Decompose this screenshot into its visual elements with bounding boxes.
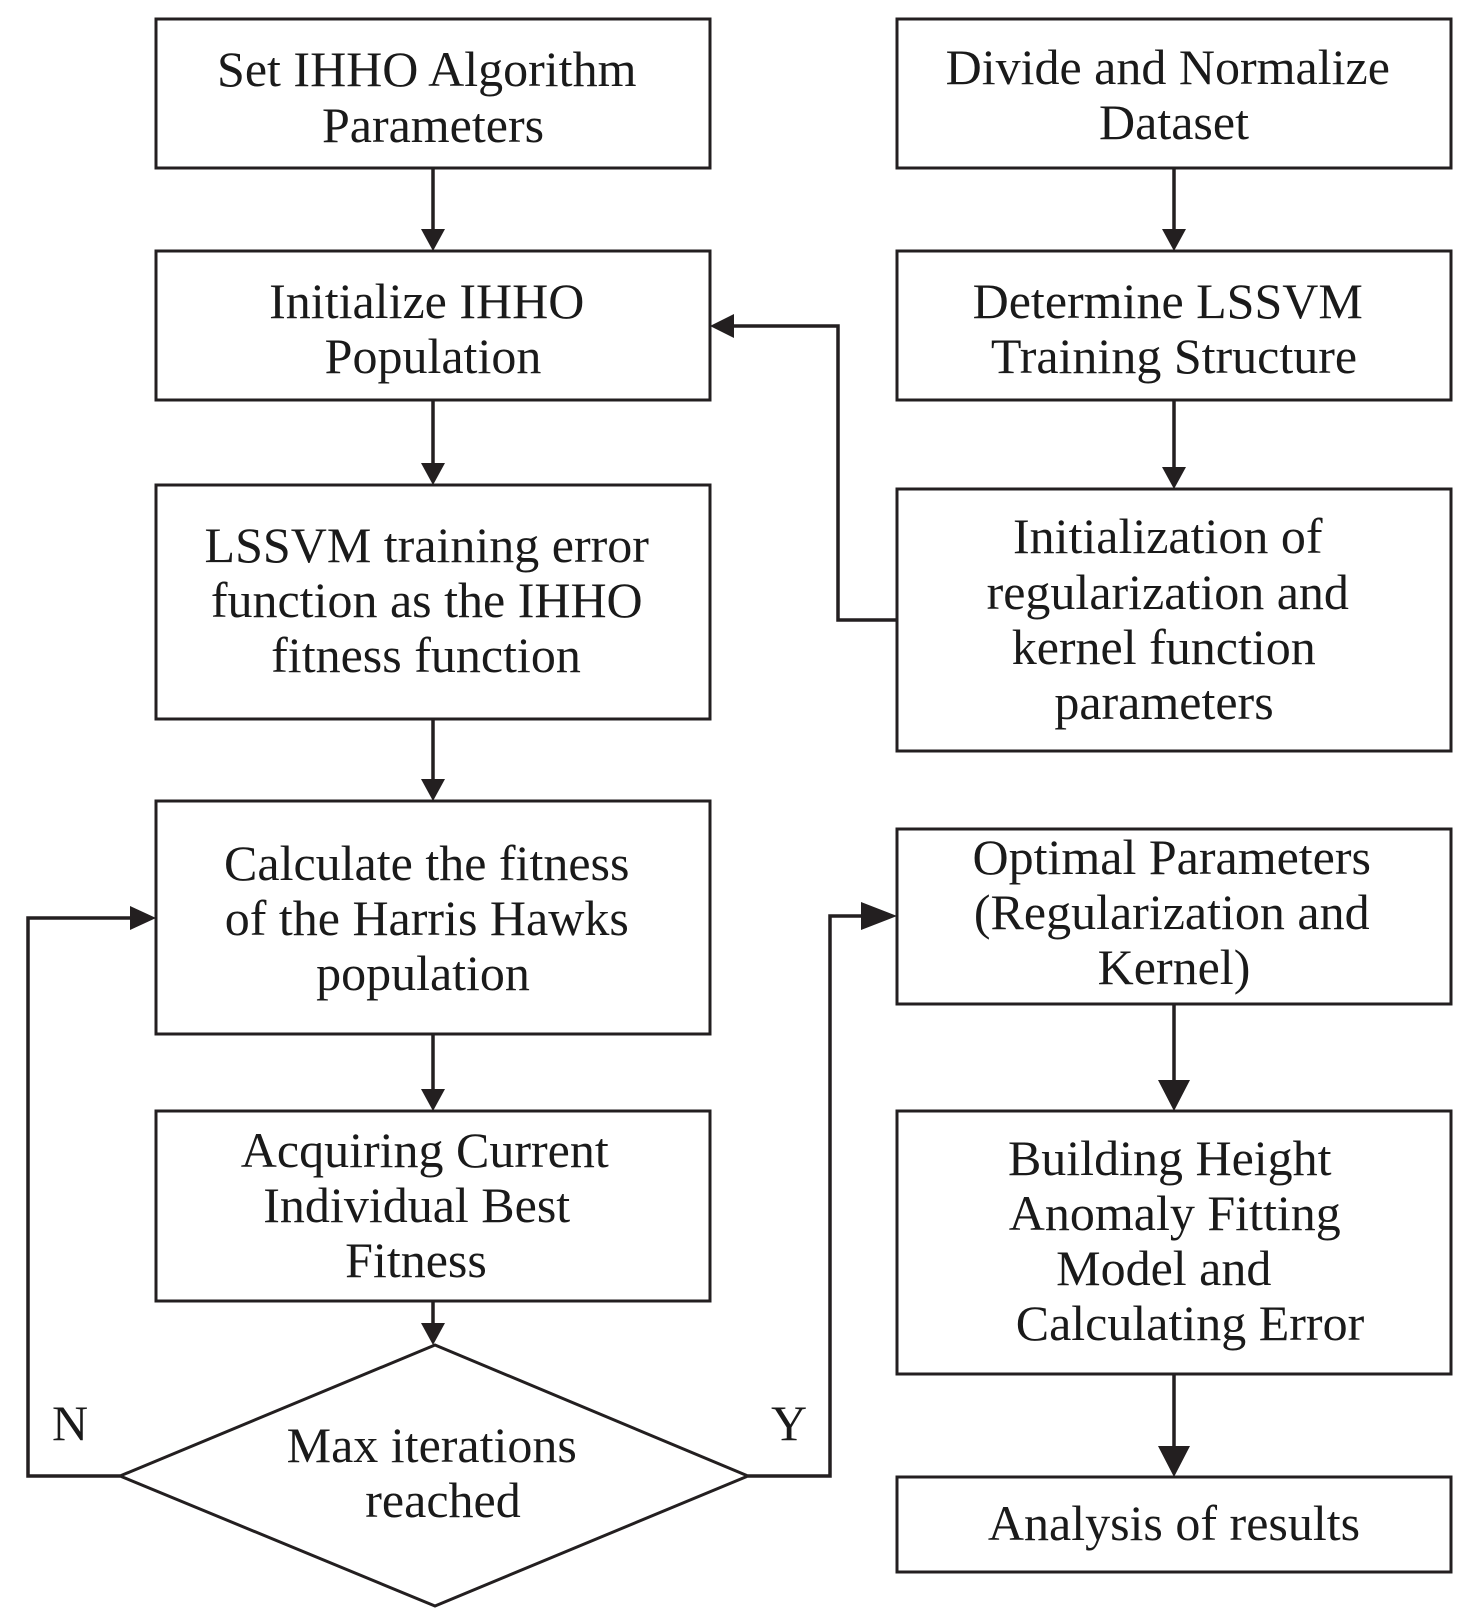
svg-text:Analysis of results: Analysis of results [988, 1495, 1360, 1551]
svg-text:Determine LSSVM Training: Determine LSSVM Training Structure [973, 273, 1376, 384]
node-line: Initialize IHHO [269, 273, 584, 329]
node-line: regularization and [987, 564, 1349, 620]
node-line: (Regularization and [974, 884, 1370, 940]
node-line: Model and [1056, 1240, 1271, 1296]
svg-text:Set IHHO Algorithm Param: Set IHHO Algorithm Parameters [217, 41, 649, 153]
node-line: fitness function [271, 627, 581, 683]
node-building-model: Building Height Anomaly Fitting Model an… [895, 1109, 1453, 1376]
node-line: population [316, 945, 530, 1001]
node-line: Divide and Normalize [946, 39, 1390, 95]
edge-set-to-init [421, 168, 445, 251]
node-line: Calculating Error [1016, 1295, 1365, 1351]
svg-text:Building Height Anomaly: Building Height Anomaly Fitting Model an… [1008, 1130, 1365, 1351]
edge-init-reg-to-init-pop [710, 314, 897, 622]
node-line: Acquiring Current [241, 1122, 609, 1178]
edge-divide-to-structure [1162, 168, 1186, 251]
node-line: Optimal Parameters [973, 829, 1372, 885]
svg-text:Acquiring Current Indivi: Acquiring Current Individual Best Fitnes… [241, 1122, 621, 1288]
node-line: Dataset [1099, 94, 1249, 150]
node-line: reached [365, 1472, 520, 1528]
node-line: LSSVM training error [205, 517, 650, 573]
node-lssvm-structure: Determine LSSVM Training Structure [895, 249, 1453, 402]
svg-text:Calculate the fitness of: Calculate the fitness of the Harris Hawk… [224, 835, 642, 1001]
svg-text:Max iterations reached: Max iterations reached [287, 1417, 590, 1528]
node-line: Analysis of results [988, 1495, 1360, 1551]
svg-text:LSSVM training error fun: LSSVM training error function as the IHH… [205, 517, 662, 683]
node-line: Parameters [322, 97, 544, 153]
node-analysis: Analysis of results [895, 1475, 1453, 1574]
svg-text:Initialize IHHO Populati: Initialize IHHO Population [269, 273, 597, 384]
node-line: Calculate the fitness [224, 835, 629, 891]
edge-optimal-to-building [1158, 1004, 1190, 1111]
node-line: Fitness [345, 1232, 487, 1288]
edge-structure-to-init-reg [1162, 400, 1186, 489]
node-set-params: Set IHHO Algorithm Parameters [154, 17, 712, 170]
edge-fitness-fn-to-calc [421, 719, 445, 801]
node-line: Population [325, 328, 542, 384]
svg-text:Divide and Normalize Dat: Divide and Normalize Dataset [946, 39, 1403, 150]
node-divide-normalize: Divide and Normalize Dataset [895, 17, 1453, 170]
edge-init-to-fitness-fn [421, 400, 445, 485]
edge-calc-to-acquire [421, 1034, 445, 1111]
decision-max-iterations: Max iterations reached [116, 1343, 752, 1608]
node-line: Kernel) [1098, 939, 1251, 995]
label-no: N [52, 1395, 88, 1451]
svg-text:Initialization of regula: Initialization of regularization and ker… [987, 508, 1362, 730]
node-line: parameters [1054, 674, 1273, 730]
edge-decision-no [26, 906, 156, 1478]
node-line: Max iterations [287, 1417, 577, 1473]
node-calculate-fitness: Calculate the fitness of the Harris Hawk… [154, 799, 712, 1036]
node-line: Anomaly Fitting [1009, 1185, 1341, 1241]
edge-acquire-to-decision [421, 1301, 445, 1345]
node-line: Building Height [1008, 1130, 1332, 1186]
node-line: Determine LSSVM [973, 273, 1363, 329]
node-line: function as the IHHO [211, 572, 643, 628]
node-optimal-parameters: Optimal Parameters (Regularization and K… [895, 827, 1453, 1006]
node-line: kernel function [1012, 619, 1316, 675]
node-line: Training Structure [991, 328, 1357, 384]
node-fitness-function: LSSVM training error function as the IHH… [154, 483, 712, 721]
edge-decision-yes [748, 902, 897, 1478]
node-line: Initialization of [1013, 508, 1323, 564]
node-init-regularization: Initialization of regularization and ker… [895, 487, 1453, 753]
label-yes: Y [771, 1395, 807, 1451]
node-line: Individual Best [263, 1177, 570, 1233]
node-acquire-best: Acquiring Current Individual Best Fitnes… [154, 1109, 712, 1303]
edge-building-to-analysis [1158, 1374, 1190, 1477]
node-line: of the Harris Hawks [225, 890, 629, 946]
svg-text:Optimal Parameters (Regu: Optimal Parameters (Regularization and K… [973, 829, 1384, 995]
node-line: Set IHHO Algorithm [217, 41, 637, 97]
node-init-population: Initialize IHHO Population [154, 249, 712, 402]
